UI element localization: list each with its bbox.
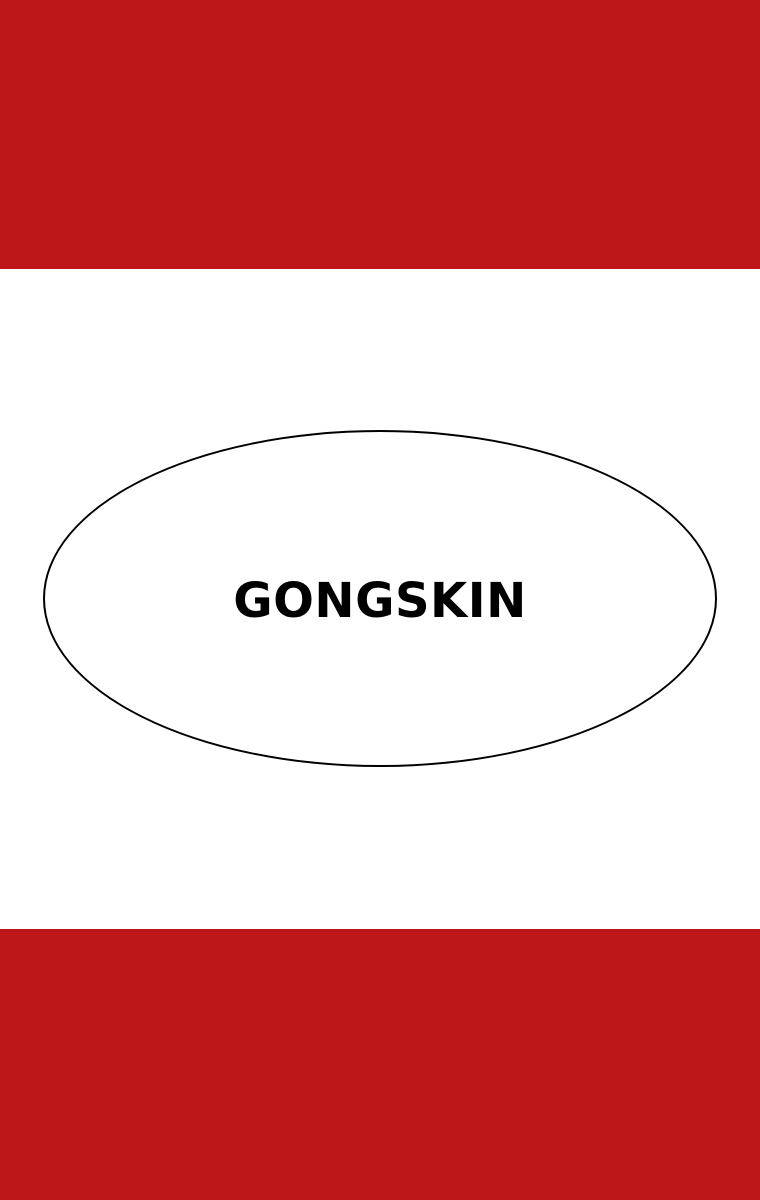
brand-name: GONGSKIN xyxy=(233,573,527,629)
top-red-band xyxy=(0,0,760,269)
bottom-red-band xyxy=(0,929,760,1200)
logo-ellipse xyxy=(43,430,717,767)
